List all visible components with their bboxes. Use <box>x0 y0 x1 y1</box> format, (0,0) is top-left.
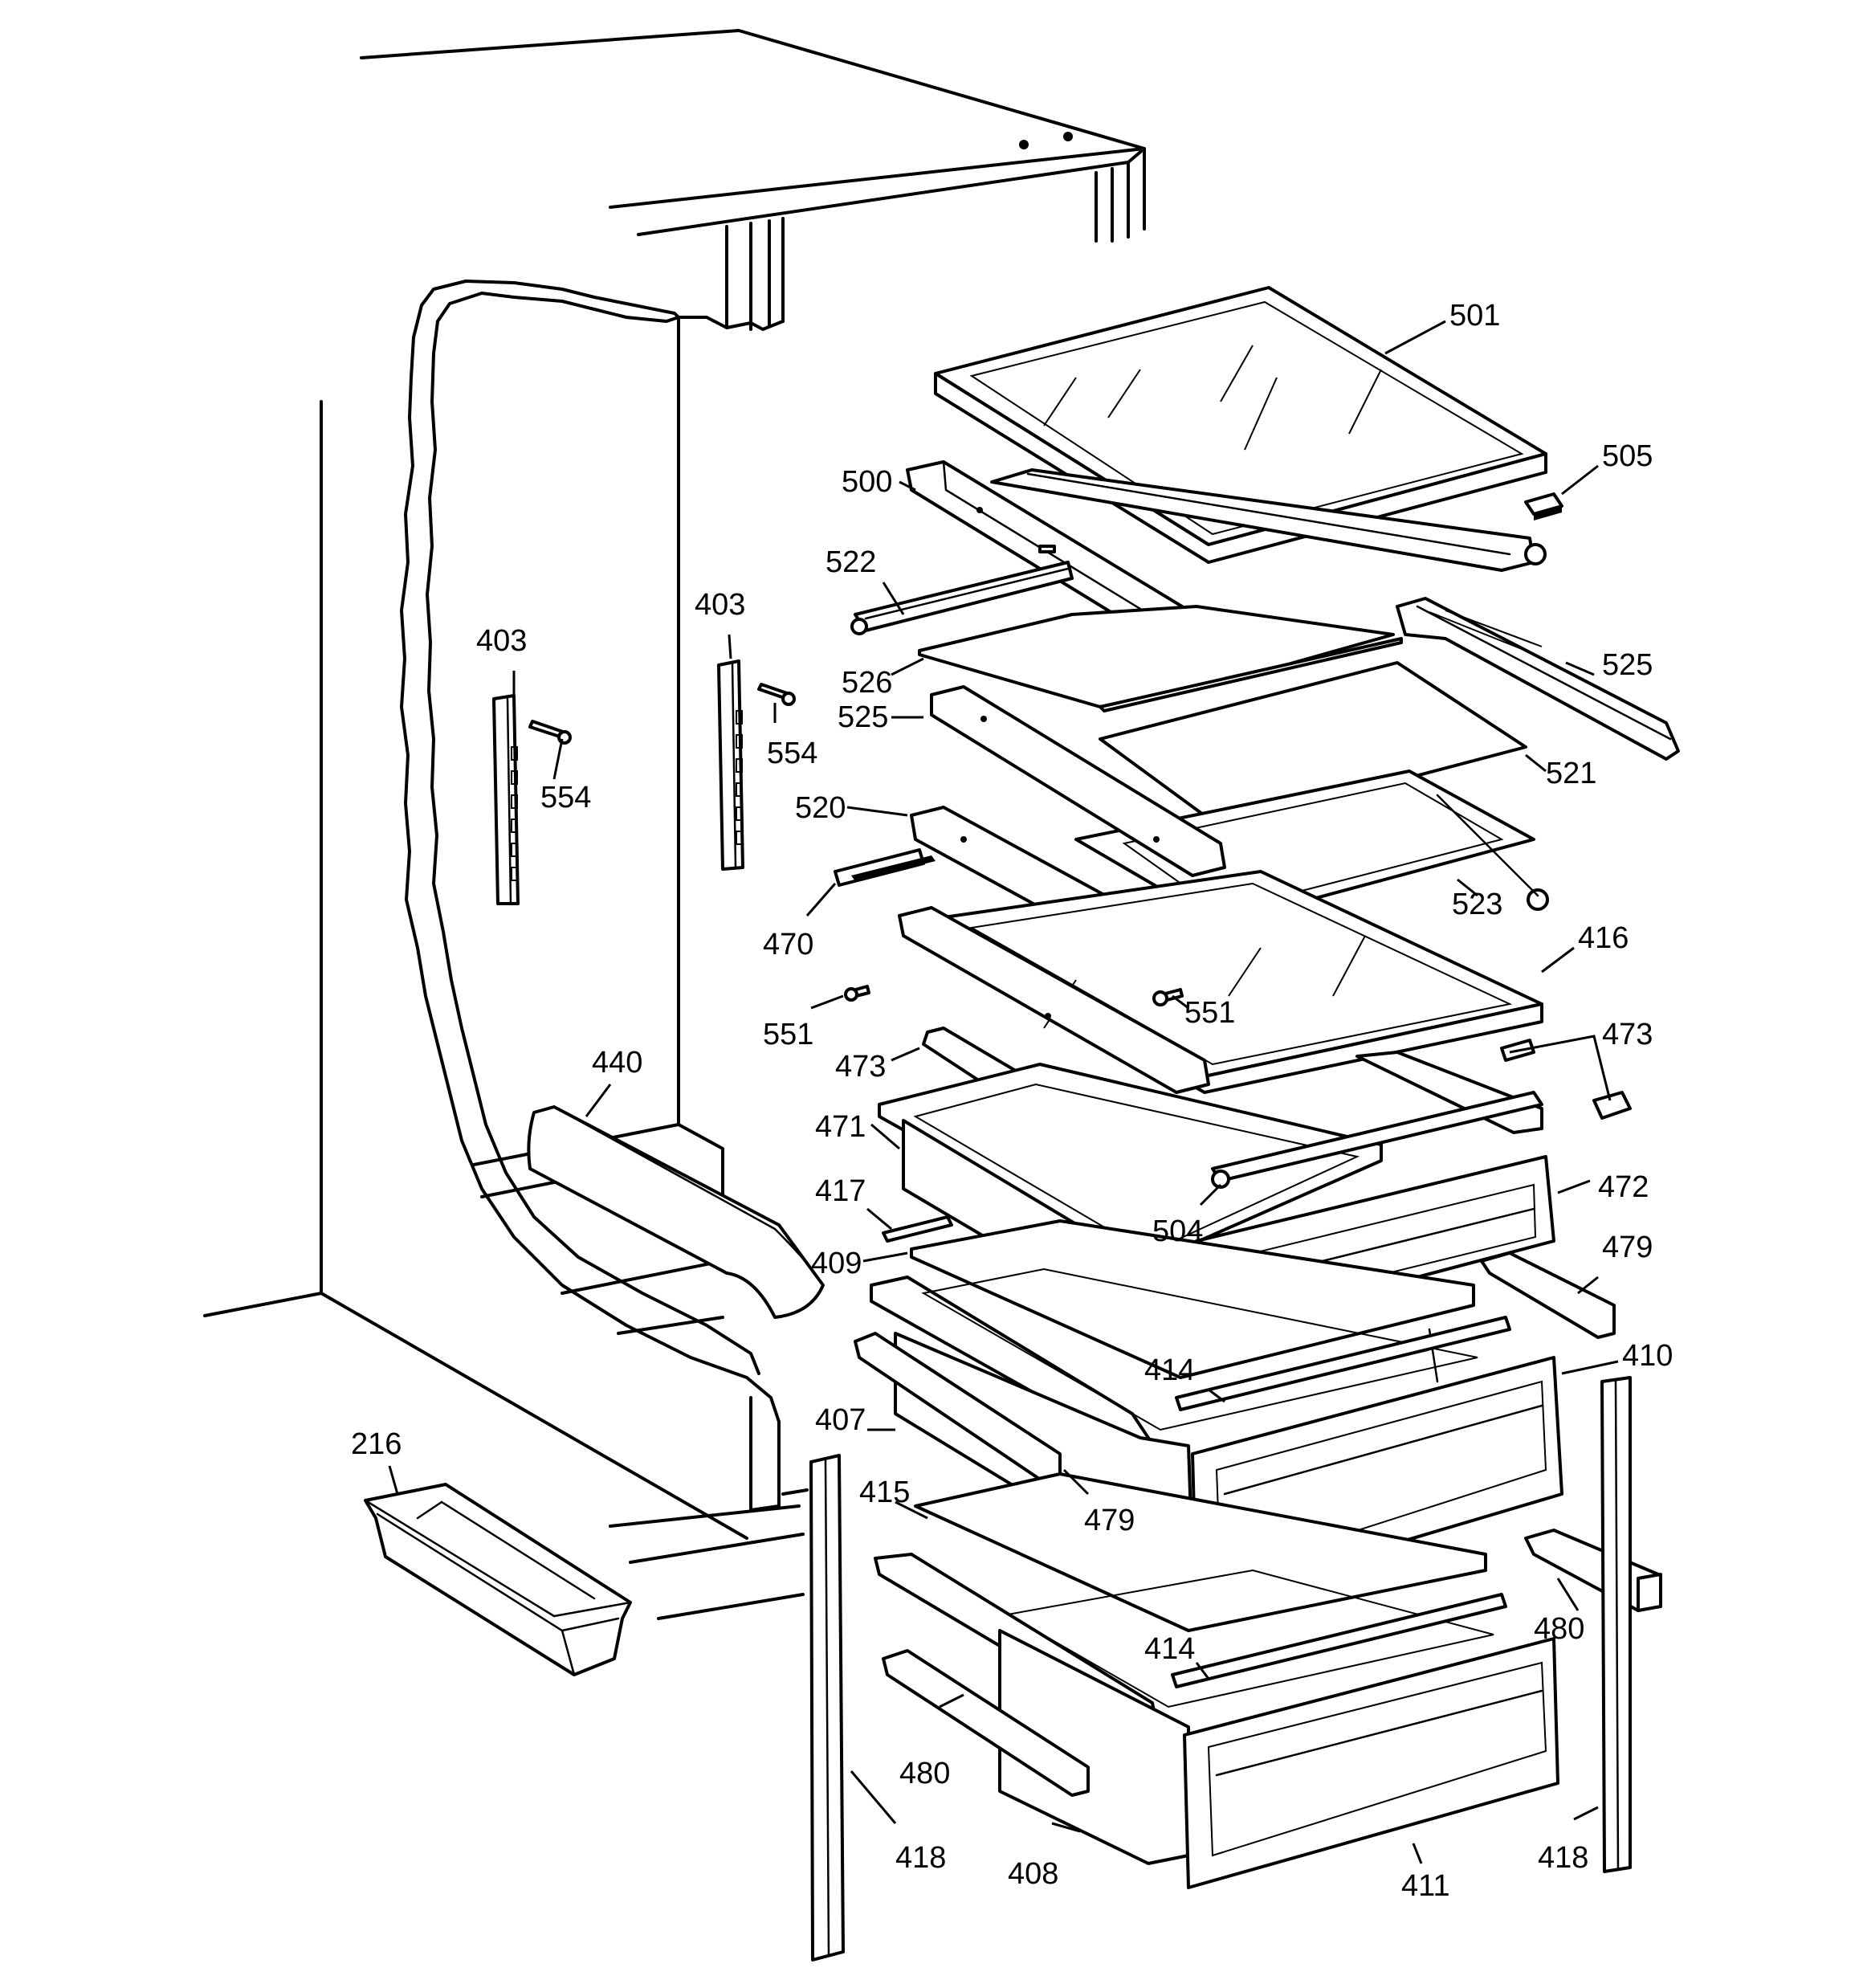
callout-522: 522 <box>826 545 876 579</box>
callout-417: 417 <box>815 1174 866 1208</box>
callout-407: 407 <box>815 1403 866 1437</box>
shelf-support-rail-left <box>492 694 572 905</box>
callout-416: 416 <box>1578 921 1629 955</box>
screw-551-right <box>1152 988 1184 1006</box>
callout-554-right: 554 <box>767 737 817 770</box>
clips-473-right <box>1500 1039 1632 1120</box>
rail-414-upper <box>1175 1316 1511 1411</box>
bin-216 <box>364 1483 632 1676</box>
callout-521: 521 <box>1546 757 1596 790</box>
callout-554-left: 554 <box>540 781 591 814</box>
slide-480-left <box>882 1649 1090 1797</box>
callout-216: 216 <box>351 1427 402 1461</box>
shelf-501-glass <box>934 286 1547 564</box>
clip-505 <box>1524 492 1563 520</box>
callout-551-right: 551 <box>1184 996 1235 1030</box>
callout-551-left: 551 <box>763 1018 813 1051</box>
callout-418-left: 418 <box>895 1841 946 1875</box>
support-418-left <box>809 1454 845 1961</box>
cabinet-outline <box>203 29 1146 1620</box>
trim-470 <box>834 848 936 887</box>
bracket-525-right <box>1396 597 1680 761</box>
callout-473-left: 473 <box>835 1050 886 1084</box>
screw-551-left <box>844 985 870 1002</box>
drawer-front-411 <box>1183 1637 1559 1889</box>
cover-415 <box>914 1472 1487 1632</box>
callout-500: 500 <box>842 465 892 499</box>
leader-lines <box>388 320 1619 1864</box>
crisper-pan-408 <box>874 1553 1494 1865</box>
callout-501: 501 <box>1449 299 1500 333</box>
rail-414-lower <box>1171 1593 1507 1688</box>
callout-525-left: 525 <box>838 700 888 734</box>
callout-labels: 501 505 500 522 525 526 525 521 520 523 … <box>351 299 1673 1903</box>
callout-470: 470 <box>763 928 813 961</box>
shelf-support-rail-right <box>717 659 796 871</box>
support-418-right <box>1600 1376 1662 1873</box>
callout-523: 523 <box>1452 888 1502 921</box>
bracket-416-left <box>898 906 1210 1094</box>
callout-403-left: 403 <box>476 624 527 658</box>
callout-408: 408 <box>1008 1857 1058 1891</box>
callout-410: 410 <box>1622 1339 1673 1373</box>
callout-409: 409 <box>811 1247 862 1280</box>
callout-403-right: 403 <box>695 588 745 622</box>
callout-480-right: 480 <box>1534 1612 1584 1646</box>
rail-slots <box>511 746 518 881</box>
callout-526: 526 <box>842 666 892 700</box>
panel-526 <box>918 605 1403 712</box>
callout-418-right: 418 <box>1538 1841 1588 1875</box>
callout-479-lower: 479 <box>1084 1504 1135 1537</box>
callout-525-right: 525 <box>1602 648 1653 682</box>
cover-440 <box>527 1105 825 1319</box>
bracket-525-left <box>930 685 1226 877</box>
callout-471: 471 <box>815 1110 866 1144</box>
callout-415: 415 <box>859 1476 910 1509</box>
panel-521 <box>1099 661 1527 829</box>
rail-504 <box>1211 1091 1543 1189</box>
callout-440: 440 <box>592 1046 642 1080</box>
callout-504: 504 <box>1152 1214 1203 1248</box>
callout-479-upper: 479 <box>1602 1231 1653 1264</box>
rail-417 <box>882 1215 953 1243</box>
callout-480-left: 480 <box>899 1757 950 1790</box>
callout-414-upper: 414 <box>1144 1353 1195 1387</box>
callout-414-lower: 414 <box>1144 1632 1195 1666</box>
callout-520: 520 <box>795 791 846 825</box>
callout-473-right: 473 <box>1602 1018 1653 1051</box>
bracket-500-rear <box>990 468 1547 572</box>
callout-411: 411 <box>1401 1869 1450 1903</box>
callout-472: 472 <box>1598 1170 1649 1204</box>
callout-505: 505 <box>1602 439 1653 473</box>
slide-479-upper <box>1480 1251 1616 1339</box>
